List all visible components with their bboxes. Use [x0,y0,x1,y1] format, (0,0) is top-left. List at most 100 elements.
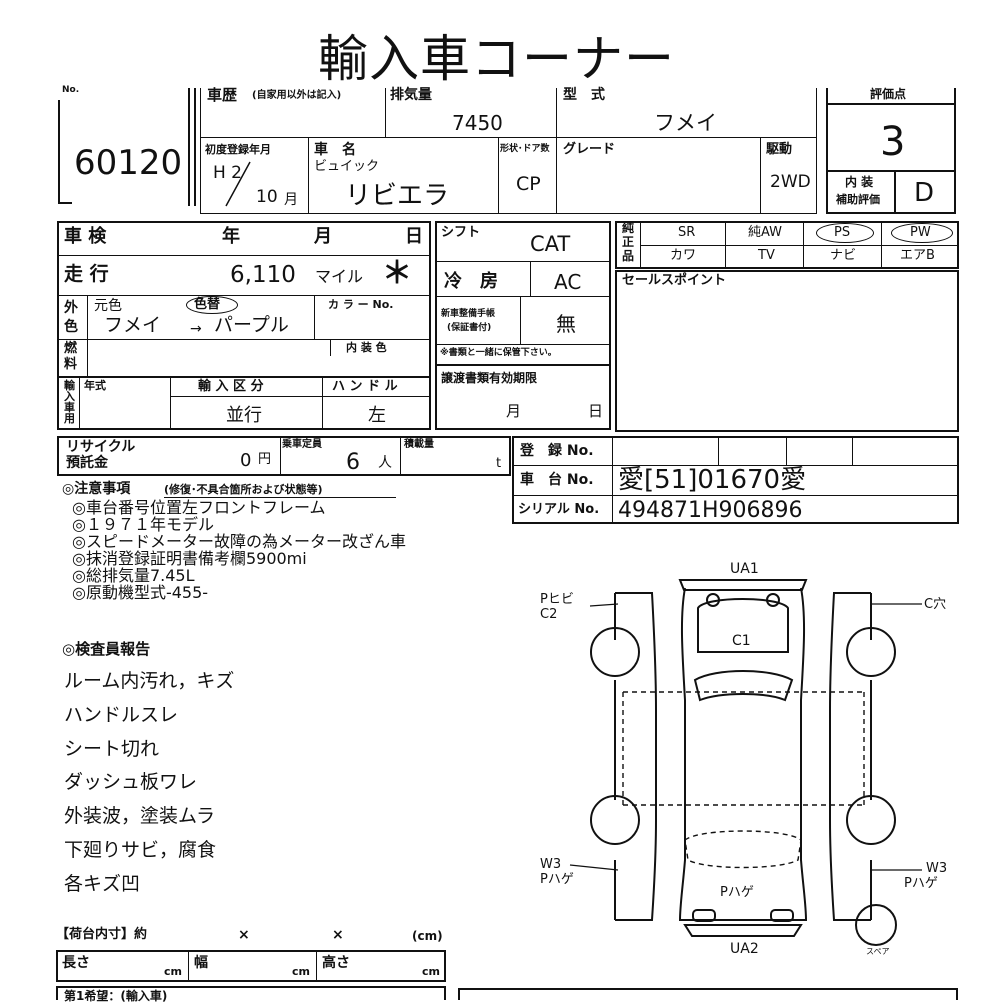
color-label-1: 外 [64,300,78,316]
transfer-label: 譲渡書類有効期限 [441,371,538,385]
equip-ps-circle [816,223,874,243]
first-reg-label: 初度登録年月 [205,143,271,156]
drive-value: 2WD [770,172,811,192]
label-ua1: UA1 [730,561,759,577]
note-item: ◎抹消登録証明書備考欄5900mi [72,549,307,568]
inspector-item: ルーム内汚れ，キズ [64,670,235,692]
preference-box [56,986,446,1000]
drive-label: 駆動 [766,142,793,157]
interior-color-label: 内 装 色 [346,341,387,354]
inspection-block [57,221,431,430]
note-item: ◎車台番号位置左フロントフレーム [72,498,326,517]
import-type-label: 輸 入 区 分 [198,379,264,394]
equip-leather: カワ [670,248,697,263]
label-c1: C1 [732,633,751,649]
mileage-value: 6,110 [230,262,296,288]
fuel-label-2: 料 [64,357,78,372]
inspector-item: 各キズ凹 [64,873,141,895]
handle-value: 左 [368,405,386,426]
import-type: 並行 [226,405,262,426]
bottom-right-box [458,988,958,1000]
original-color-label: 元色 [94,298,122,314]
equipment-grid [615,221,959,269]
preference-text: 第1希望：(輸入車) [64,989,168,1003]
color-arrow: → [190,321,202,337]
car-diagram [569,579,922,946]
equip-airbag: エアB [900,248,935,263]
label-phage-right: Pハゲ [904,876,938,891]
import-label-2: 入 [64,390,75,403]
cargo-x1: × [238,927,250,943]
equip-pw-circle [891,223,953,243]
service-book-value: 無 [556,312,576,336]
height-cm: cm [422,965,440,978]
service-book-label-1: 新車整備手帳 [441,309,496,319]
original-color: フメイ [104,314,162,336]
serial-label: シリアル No. [518,502,600,517]
equip-sr: SR [678,225,696,240]
width-cm: cm [292,965,310,978]
service-book-label-2: (保証書付) [447,323,492,333]
year-model-label: 年式 [84,379,106,392]
import-label-4: 用 [64,412,75,425]
note-item: ◎スピードメーター故障の為メーター改ざん車 [72,532,406,551]
history-note: (自家用以外は記入) [252,90,342,101]
lot-number: 60120 [74,143,183,183]
inspector-item: ハンドルスレ [64,704,179,726]
body-type: CP [516,173,541,195]
note-item: ◎原動機型式-455- [72,583,209,602]
first-reg-era: H 2 [213,163,243,183]
length-label: 長さ [62,955,90,971]
history-label: 車歴 [207,86,238,104]
color-label-2: 色 [64,319,78,335]
equipment-label-3: 品 [622,249,635,263]
sales-point-label: セールスポイント [622,273,727,288]
grade-label: グレード [563,142,616,157]
capacity-unit: 人 [378,455,392,471]
label-phage-left: Pハゲ [540,872,574,887]
cargo-heading: 【荷台内寸】約 [56,927,148,942]
body-door-label: 形状･ドア数 [500,144,550,154]
displacement-value: 7450 [452,111,503,135]
displacement-label: 排気量 [390,87,432,103]
score-label: 評価点 [870,87,907,101]
notes-heading-sub: (修復･不具合箇所および状態等) [164,483,323,496]
label-c2: C2 [540,607,558,622]
label-p-hibi: Pヒビ [540,592,574,607]
first-reg-month-unit: 月 [284,192,298,208]
reg-no-label: 登 録 No. [520,443,594,459]
interior-score: D [914,178,935,208]
shaken-label: 車 検 [64,226,107,247]
import-label-3: 車 [64,401,75,414]
service-note: ※書類と一緒に保管下さい。 [440,348,557,358]
sales-point-box [615,270,959,432]
label-c-ana: C穴 [924,597,947,612]
color-changed-label: 色替 [194,297,221,312]
load-unit: t [496,456,502,471]
equipment-label-1: 純 [622,221,635,235]
mileage-unit: マイル [315,267,364,286]
label-phage-center: Pハゲ [720,885,754,900]
width-label: 幅 [194,955,208,971]
color-changed-badge [186,296,238,314]
notes-heading: ◎注意事項 [62,481,131,497]
interior-label: 内 装 [845,175,874,189]
interior-sub-label: 補助評価 [836,193,880,206]
note-item: ◎総排気量7.45L [72,566,195,585]
shaken-month-label: 月 [314,226,332,247]
ac-value: AC [554,270,582,294]
inspector-item: シート切れ [64,738,160,760]
model-value: フメイ [654,111,717,135]
shaken-day-label: 日 [405,226,423,247]
mileage-mark: ＊ [382,256,412,291]
first-reg-month: 10 [256,187,278,207]
note-item: ◎１９７１年モデル [72,515,214,534]
handle-label: ハ ン ド ル [332,379,398,394]
inspector-item: 外装波，塗装ムラ [64,805,216,827]
recycle-label-2: 預託金 [66,455,108,471]
chassis-label: 車 台 No. [520,472,594,488]
no-label: No. [62,85,80,95]
shaken-year-label: 年 [222,226,240,247]
length-cm: cm [164,965,182,978]
